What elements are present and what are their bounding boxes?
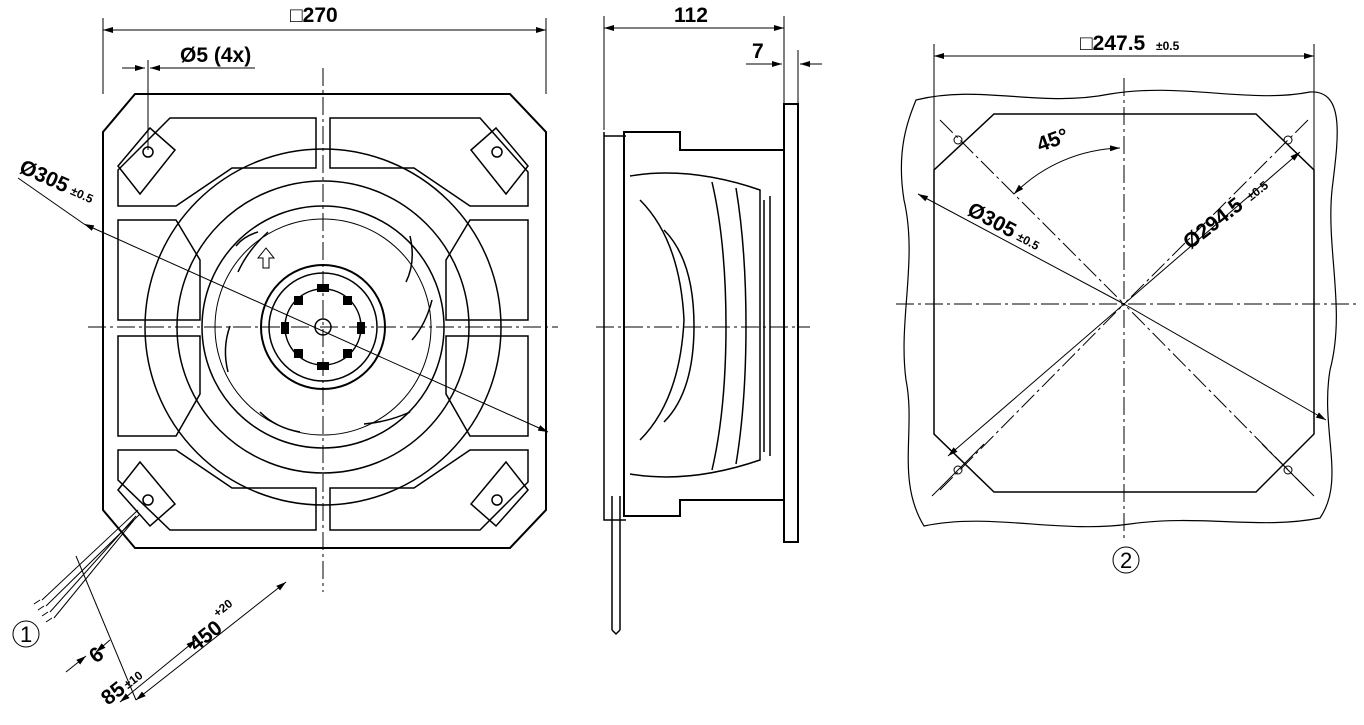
cutout-outline bbox=[933, 113, 1315, 493]
cutout-hole-circle-tol: ±0.5 bbox=[1244, 178, 1271, 204]
side-housing bbox=[623, 131, 785, 517]
cutout-holes bbox=[931, 119, 1315, 497]
cutout-angle-dim: 45° bbox=[1034, 124, 1072, 156]
cutout-view: 45° Ø305 ±0.5 Ø294.5 ±0.5 □247.5 ±0.5 2 bbox=[896, 32, 1356, 574]
housing-outline bbox=[102, 93, 547, 549]
side-impeller bbox=[629, 172, 771, 478]
cutout-diag-dim: Ø305 bbox=[964, 198, 1020, 243]
callout-2: 2 bbox=[1120, 548, 1132, 573]
side-flange-dim: 7 bbox=[752, 40, 764, 63]
cutout-diag-tol: ±0.5 bbox=[1015, 230, 1042, 253]
cutout-width-tol: ±0.5 bbox=[1156, 39, 1180, 53]
lead-wires bbox=[33, 509, 141, 623]
strip-small-dim: 6 bbox=[85, 643, 108, 668]
side-flange bbox=[783, 103, 799, 543]
cutout-hole-circle-dim: Ø294.5 bbox=[1179, 193, 1248, 254]
front-width-dim: □270 bbox=[290, 4, 338, 27]
rotation-arrow-icon bbox=[256, 247, 276, 269]
front-hole-dim: Ø5 (4x) bbox=[180, 44, 251, 67]
front-view: □270 Ø5 (4x) Ø305 ±0.5 450 +20 bbox=[12, 4, 558, 710]
side-view: 112 7 bbox=[596, 4, 822, 636]
cutout-width-dim: □247.5 bbox=[1080, 32, 1146, 55]
wall-boundary bbox=[900, 89, 1338, 528]
callout-1: 1 bbox=[20, 622, 32, 647]
front-diag-dim: Ø305 bbox=[16, 156, 73, 198]
lead-length-dim: 450 bbox=[185, 616, 227, 656]
side-cable bbox=[611, 496, 621, 636]
lead-length-tol: +20 bbox=[211, 596, 236, 620]
side-depth-dim: 112 bbox=[674, 4, 708, 27]
strip-length-tol: ±10 bbox=[121, 668, 146, 692]
front-diag-tol: ±0.5 bbox=[68, 184, 95, 206]
